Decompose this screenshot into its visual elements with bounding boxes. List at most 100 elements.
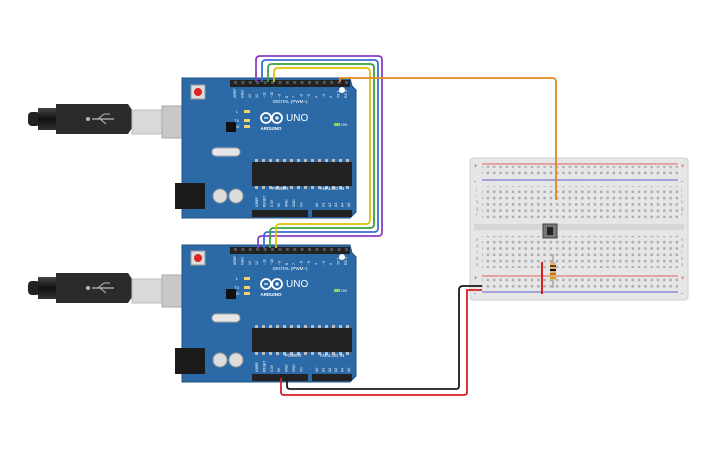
analog-pin-label: A3 bbox=[334, 368, 338, 372]
chip-pin bbox=[304, 325, 307, 328]
header-pin[interactable] bbox=[293, 81, 297, 84]
chip-pin bbox=[269, 352, 272, 355]
header-pin[interactable] bbox=[234, 248, 237, 251]
rail-minus: - bbox=[681, 179, 683, 185]
header-pin[interactable] bbox=[278, 248, 282, 251]
row-letter: j bbox=[680, 187, 682, 192]
header-pin[interactable] bbox=[293, 248, 297, 251]
header-pin[interactable] bbox=[308, 248, 311, 251]
header-pin[interactable] bbox=[285, 248, 289, 251]
digital-header[interactable] bbox=[230, 80, 350, 87]
wire-blue[interactable] bbox=[261, 59, 379, 248]
header-pin[interactable] bbox=[256, 248, 260, 251]
header-pin[interactable] bbox=[248, 248, 252, 251]
chip-pin bbox=[255, 186, 258, 189]
reset-button[interactable] bbox=[190, 250, 206, 266]
wire-purple[interactable] bbox=[255, 55, 383, 248]
header-pin[interactable] bbox=[322, 81, 326, 84]
analog-header[interactable] bbox=[312, 210, 352, 217]
header-pin[interactable] bbox=[315, 248, 319, 251]
chip-pin bbox=[290, 352, 293, 355]
header-pin[interactable] bbox=[263, 248, 267, 251]
chip-pin bbox=[332, 186, 335, 189]
header-pin[interactable] bbox=[308, 81, 311, 84]
row-letter: b bbox=[681, 256, 684, 261]
chip-pin bbox=[325, 186, 328, 189]
header-pin[interactable] bbox=[271, 81, 274, 84]
resistor bbox=[550, 254, 556, 288]
power-header[interactable] bbox=[252, 374, 308, 381]
pin-label: 8 bbox=[285, 96, 289, 98]
pin-label: AREF bbox=[233, 88, 237, 98]
header-pin[interactable] bbox=[300, 248, 304, 251]
header-pin[interactable] bbox=[271, 248, 274, 251]
analog-label: ANALOG IN bbox=[320, 186, 345, 191]
header-pin[interactable] bbox=[315, 81, 319, 84]
analog-pin-label: A1 bbox=[321, 368, 325, 372]
header-pin[interactable] bbox=[322, 248, 326, 251]
pin-label: ~11 bbox=[263, 92, 267, 98]
header-pin[interactable] bbox=[256, 81, 260, 84]
header-pin[interactable] bbox=[248, 81, 252, 84]
pin-label: 2 bbox=[329, 96, 333, 98]
led-label-on: ON bbox=[341, 122, 347, 127]
push-button[interactable] bbox=[542, 223, 558, 239]
rail-plus: + bbox=[474, 164, 478, 170]
header-pin[interactable] bbox=[330, 248, 334, 251]
pin-label: 12 bbox=[255, 261, 259, 265]
rail-plus: + bbox=[681, 164, 685, 170]
reset-button[interactable] bbox=[190, 84, 206, 100]
header-pin[interactable] bbox=[241, 81, 245, 84]
pin-label: 2 bbox=[329, 263, 333, 265]
wire-black[interactable] bbox=[286, 285, 482, 390]
row-letter: d bbox=[681, 243, 684, 248]
header-pin[interactable] bbox=[345, 248, 348, 251]
chip-pin bbox=[297, 159, 300, 162]
header-pin[interactable] bbox=[241, 248, 245, 251]
wire-yellow[interactable] bbox=[273, 67, 371, 248]
header-pin[interactable] bbox=[234, 81, 237, 84]
led-label-tx: TX bbox=[234, 118, 239, 123]
header-pin[interactable] bbox=[337, 248, 341, 251]
row-letter: f bbox=[681, 212, 683, 217]
chip-pin bbox=[311, 159, 314, 162]
row-letter: e bbox=[681, 237, 684, 242]
chip-pin bbox=[290, 325, 293, 328]
chip-pin bbox=[283, 325, 286, 328]
header-pin[interactable] bbox=[300, 81, 304, 84]
header-pin[interactable] bbox=[337, 81, 341, 84]
power-header[interactable] bbox=[252, 210, 308, 217]
chip-pin bbox=[332, 325, 335, 328]
analog-pin-label: A2 bbox=[328, 368, 332, 372]
chip-pin bbox=[325, 159, 328, 162]
header-pin[interactable] bbox=[278, 81, 282, 84]
analog-pin-label: A3 bbox=[334, 203, 338, 207]
digital-label: DIGITAL (PWM~) bbox=[273, 99, 308, 104]
header-pin[interactable] bbox=[285, 81, 289, 84]
digital-header[interactable] bbox=[230, 247, 350, 254]
analog-header[interactable] bbox=[312, 374, 352, 381]
wire-green[interactable] bbox=[267, 63, 375, 248]
chip-pin bbox=[311, 325, 314, 328]
header-pin[interactable] bbox=[263, 81, 267, 84]
chip-pin bbox=[262, 325, 265, 328]
capacitor bbox=[228, 352, 244, 368]
pin-label: 8 bbox=[285, 263, 289, 265]
chip-pin bbox=[325, 325, 328, 328]
header-pin[interactable] bbox=[330, 81, 334, 84]
pin-label: 13 bbox=[248, 94, 252, 98]
power-pin-label: IOREF bbox=[255, 197, 259, 207]
wire-orange[interactable] bbox=[339, 77, 557, 200]
pin-label: ~5 bbox=[307, 94, 311, 98]
capacitor bbox=[212, 188, 228, 204]
wire-red[interactable] bbox=[280, 289, 482, 396]
chip-pin bbox=[339, 186, 342, 189]
pin-label: ~10 bbox=[270, 259, 274, 265]
header-pin[interactable] bbox=[345, 81, 348, 84]
row-letter: a bbox=[681, 262, 684, 267]
power-pin-label: GND bbox=[285, 199, 289, 207]
